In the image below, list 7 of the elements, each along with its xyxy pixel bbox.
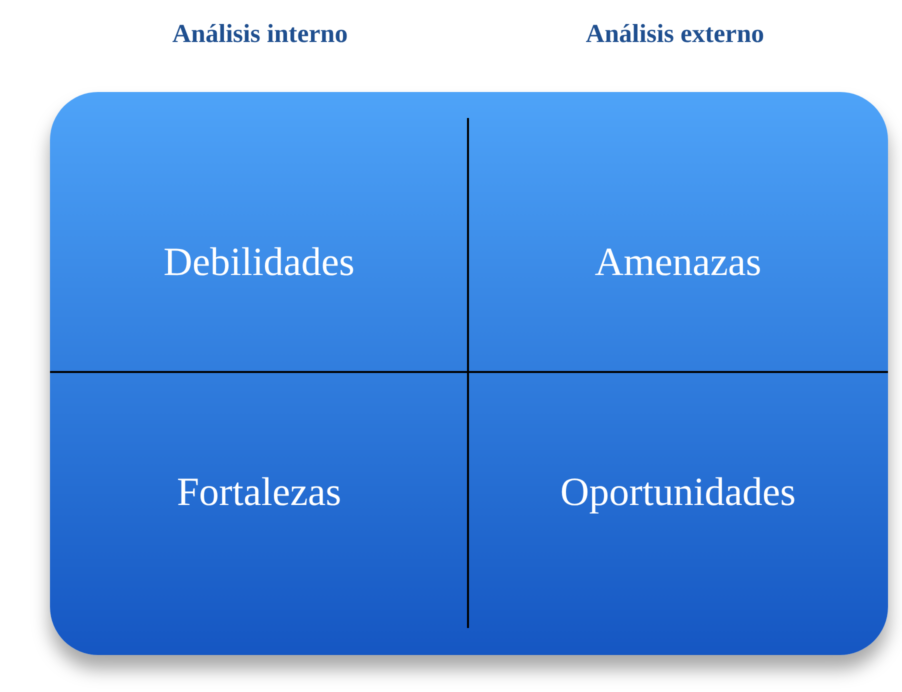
quadrant-title: Fortalezas (176, 468, 342, 516)
column-heading: Análisis externo (586, 18, 764, 50)
quadrant-title: Debilidades (163, 238, 355, 286)
swot-matrix-background (50, 92, 888, 655)
quadrant-title: Amenazas (594, 238, 762, 286)
quadrant-title: Oportunidades (560, 468, 796, 516)
column-heading: Análisis interno (172, 18, 348, 50)
